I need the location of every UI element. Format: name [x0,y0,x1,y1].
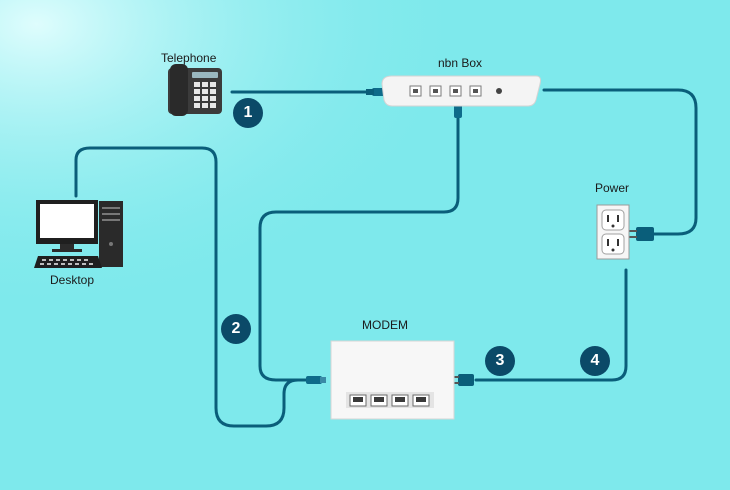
cable-nbn-to-modem [258,114,460,382]
step-badge-3: 3 [485,346,515,376]
power-outlet-icon [596,204,630,260]
plug-modem-power-icon [452,374,474,386]
nbn-box-label: nbn Box [438,56,483,70]
cable-modem-to-power [474,268,628,382]
cable-nbn-to-power [542,88,698,236]
modem-label: MODEM [362,318,408,332]
step-badge-4: 4 [580,346,610,376]
modem-icon [330,340,455,420]
power-label: Power [595,181,630,195]
step-badge-1: 1 [233,98,263,128]
cable-desktop-to-modem [74,146,308,428]
plug-nbn-bottom-icon [454,104,462,118]
plug-power-outlet-icon [629,227,654,241]
plug-modem-ethernet-icon [306,376,326,384]
desktop-computer-icon [34,200,123,268]
telephone-icon [168,64,222,116]
desktop-label: Desktop [50,273,95,287]
step-badge-2: 2 [221,314,251,344]
telephone-label: Telephone [161,51,217,65]
nbn-box-icon [381,75,541,107]
